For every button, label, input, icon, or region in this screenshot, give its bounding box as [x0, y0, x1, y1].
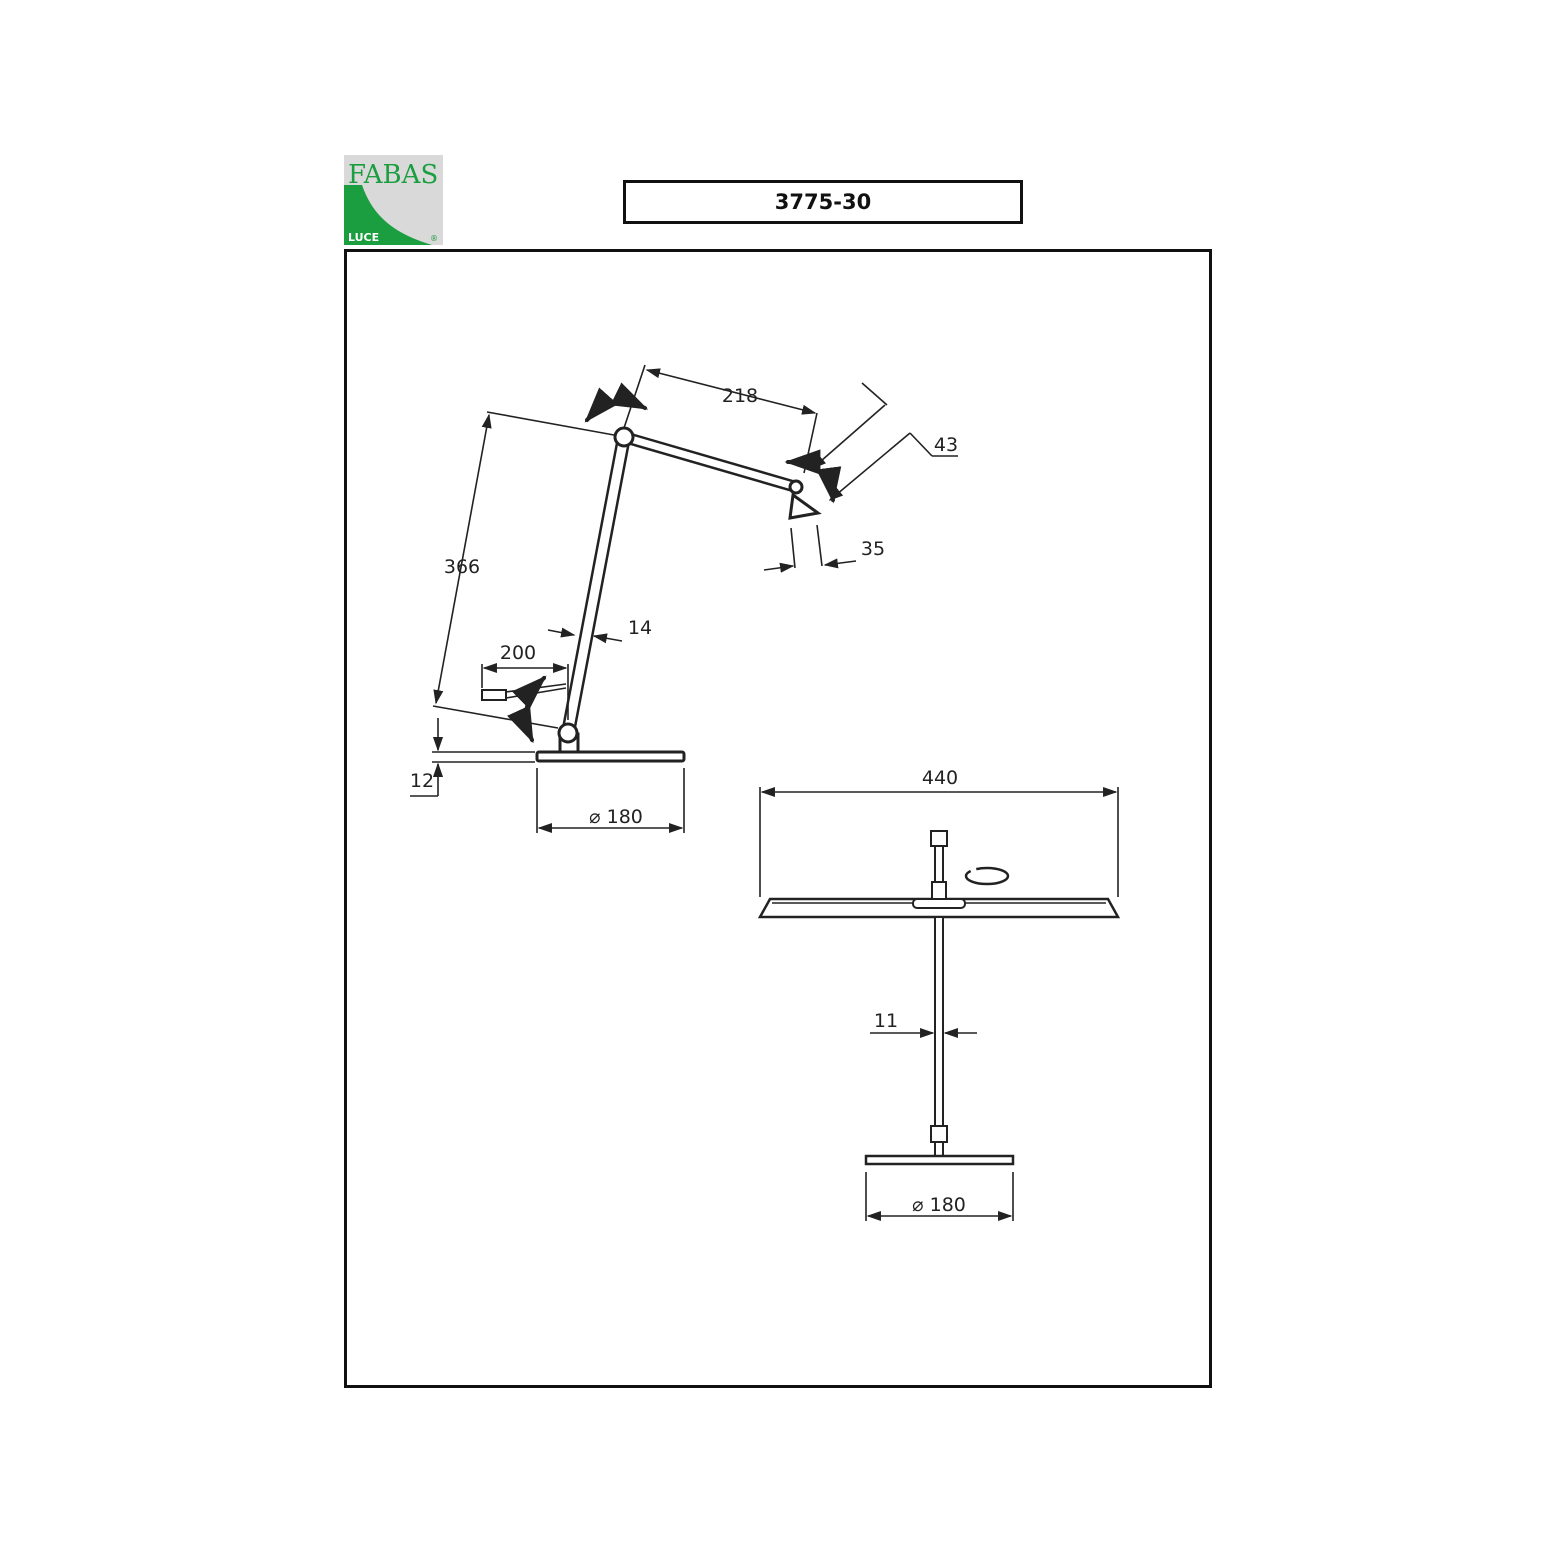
rotation-arrow-elbow — [584, 382, 649, 423]
dim-arm-upper: 218 — [722, 385, 758, 407]
dim-base-diameter-side: ⌀ 180 — [589, 806, 643, 828]
registered-mark: ® — [430, 234, 438, 243]
side-view: 218 366 43 35 14 200 12 — [410, 364, 958, 834]
elbow-joint — [613, 426, 635, 448]
drawing-frame — [344, 249, 1212, 1388]
dim-cable-length: 200 — [500, 642, 536, 664]
dim-stem-width: 11 — [874, 1010, 898, 1032]
dim-head-depth: 43 — [934, 434, 958, 456]
lamp-base-side — [535, 750, 686, 763]
dim-base-diameter-front: ⌀ 180 — [912, 1194, 966, 1216]
front-view: 440 11 ⌀ 180 — [757, 767, 1121, 1222]
fabas-luce-logo: FABAS LUCE ® — [344, 155, 443, 245]
logo-brand-text: FABAS — [348, 160, 438, 190]
head-mount — [912, 898, 966, 909]
lower-stem — [934, 916, 944, 1128]
dim-head-width: 35 — [861, 538, 885, 560]
dim-base-height: 12 — [410, 770, 434, 792]
head-joint — [788, 479, 804, 495]
upper-connector — [931, 881, 947, 900]
lamp-head-side — [788, 492, 822, 520]
rotation-arrow-base — [507, 675, 547, 744]
cable-plug — [481, 689, 507, 701]
upper-stem — [934, 842, 944, 884]
dim-head-length: 440 — [922, 767, 958, 789]
rotation-symbol — [964, 866, 1010, 886]
dim-arm-lower: 366 — [444, 556, 480, 578]
lower-connector — [930, 1125, 948, 1143]
model-number: 3775-30 — [774, 190, 872, 214]
dim-arm-thickness: 14 — [628, 617, 652, 639]
lamp-base-front — [864, 1154, 1015, 1166]
model-number-box: 3775-30 — [623, 180, 1023, 224]
logo-sub-text: LUCE — [348, 231, 379, 244]
base-joint — [557, 722, 579, 744]
